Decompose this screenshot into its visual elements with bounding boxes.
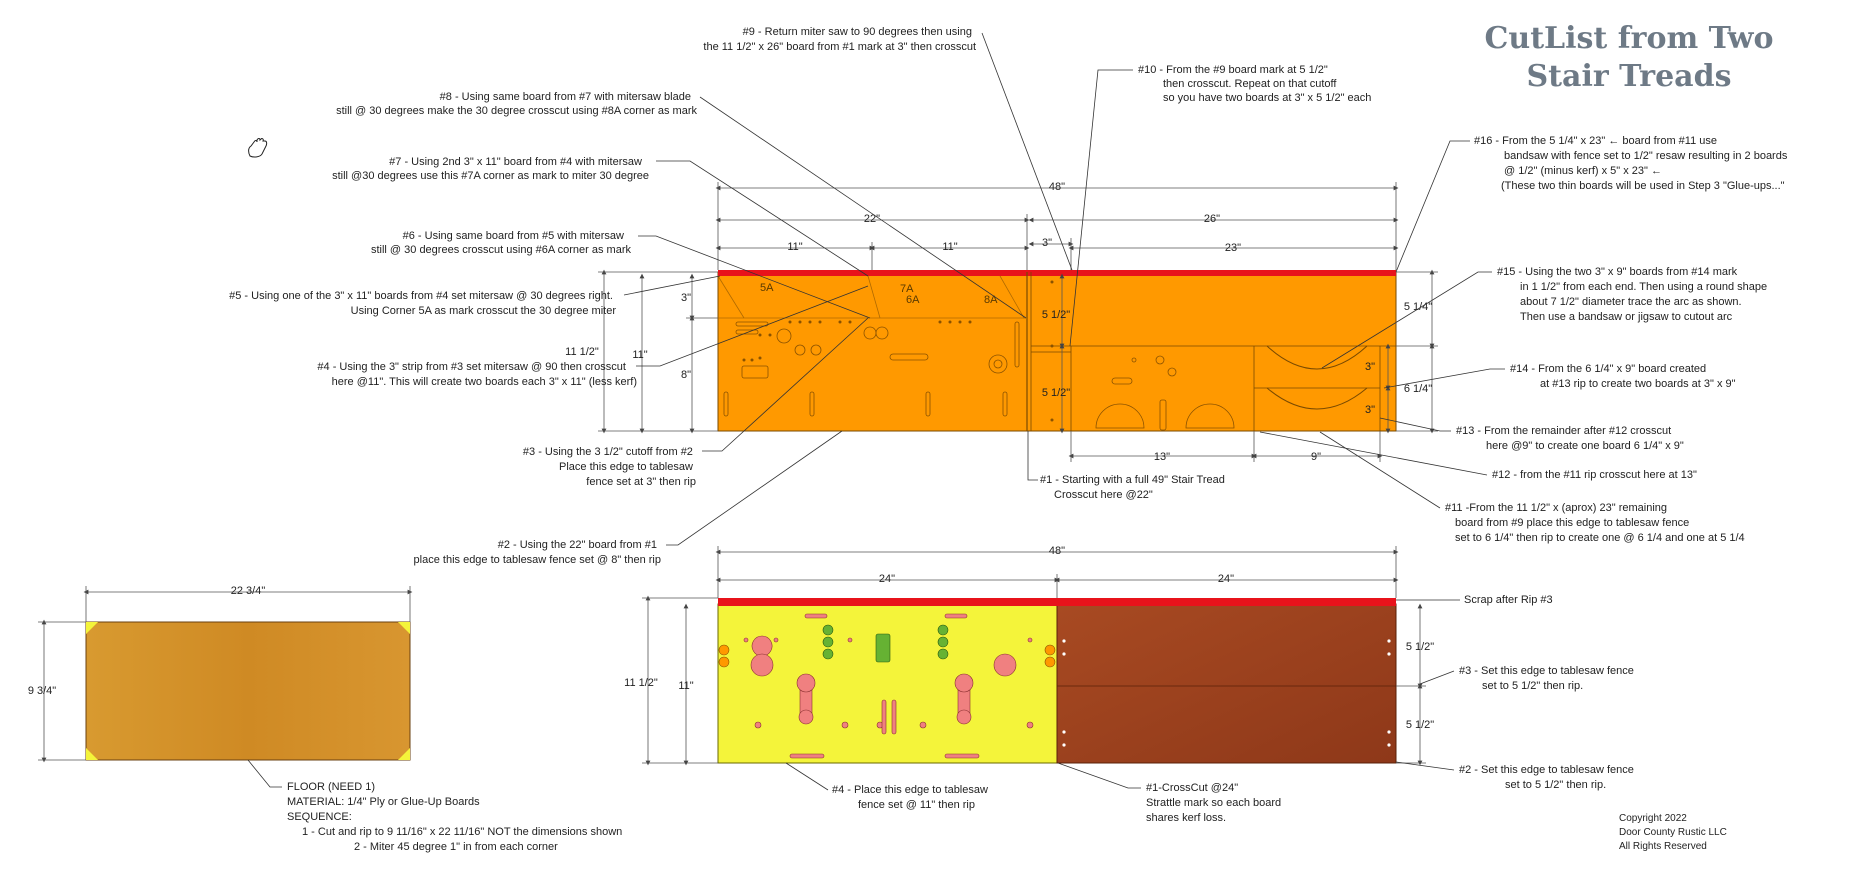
upper-annotations: #9 - Return miter saw to 90 degrees then… xyxy=(229,26,1790,566)
stair-tread-upper: 5A 6A 7A 8A xyxy=(717,270,1397,432)
tread-board-body xyxy=(717,271,1397,432)
step-13-note: #13 - From the remainder after #12 cross… xyxy=(1456,425,1684,452)
dim-lower-11-5: 11 1/2" xyxy=(624,677,658,689)
mark-5a: 5A xyxy=(760,282,774,294)
dim-lower-24b: 24" xyxy=(1218,573,1234,585)
dim-right-3b: 3" xyxy=(1365,404,1375,416)
step-15-note: #15 - Using the two 3" x 9" boards from … xyxy=(1497,266,1770,323)
stair-tread-lower xyxy=(717,598,1397,764)
step-14-note: #14 - From the 6 1/4" x 9" board created… xyxy=(1510,363,1736,390)
dim-left-8: 8" xyxy=(681,369,691,381)
mark-8a: 8A xyxy=(984,294,998,306)
tread-red-strip xyxy=(718,270,1396,276)
dim-top-22: 22" xyxy=(864,213,880,225)
page-title-line2: Stair Treads xyxy=(1527,59,1732,94)
dim-lower-5-5b: 5 1/2" xyxy=(1406,719,1434,731)
dim-mid-5-5a: 5 1/2" xyxy=(1042,309,1070,321)
dim-top-3: 3" xyxy=(1042,237,1052,249)
step-10-note: #10 - From the #9 board mark at 5 1/2" t… xyxy=(1138,64,1371,104)
floor-panel: 22 3/4" 9 3/4" FLOOR (NEED 1) MATERIAL: … xyxy=(28,585,625,853)
yellow-section xyxy=(717,603,1058,764)
step-3-note: #3 - Using the 3 1/2" cutoff from #2 Pla… xyxy=(523,446,696,488)
lower-step-3-note: #3 - Set this edge to tablesaw fence set… xyxy=(1459,665,1637,692)
mark-6a: 6A xyxy=(906,294,920,306)
step-6-note: #6 - Using same board from #5 with miter… xyxy=(371,230,632,256)
dim-right-6-25: 6 1/4" xyxy=(1404,383,1432,395)
floor-note: FLOOR (NEED 1) MATERIAL: 1/4" Ply or Glu… xyxy=(287,781,625,853)
dim-top-26: 26" xyxy=(1204,213,1220,225)
dim-floor-22-75: 22 3/4" xyxy=(231,585,266,597)
step-2-note: #2 - Using the 22" board from #1 place t… xyxy=(414,539,661,566)
dim-left-11: 11" xyxy=(632,349,647,361)
lower-annotations: Scrap after Rip #3 #3 - Set this edge to… xyxy=(785,594,1637,824)
dim-left-3: 3" xyxy=(681,292,691,304)
dim-lower-11: 11" xyxy=(678,680,693,692)
page-title-line1: CutList from Two xyxy=(1485,21,1774,56)
dim-top-11b: 11" xyxy=(942,241,957,253)
dim-lower-5-5a: 5 1/2" xyxy=(1406,641,1434,653)
step-8-note: #8 - Using same board from #7 with miter… xyxy=(336,91,697,117)
dim-lower-48: 48" xyxy=(1049,545,1065,557)
mark-7a: 7A xyxy=(900,283,914,295)
step-11-note: #11 -From the 11 1/2" x (aprox) 23" rema… xyxy=(1445,502,1745,544)
dim-lower-24a: 24" xyxy=(879,573,895,585)
copyright: Copyright 2022 Door County Rustic LLC Al… xyxy=(1619,813,1730,852)
step-7-note: #7 - Using 2nd 3" x 11" board from #4 wi… xyxy=(332,156,649,182)
dim-right-3a: 3" xyxy=(1365,361,1375,373)
step-9-note: #9 - Return miter saw to 90 degrees then… xyxy=(703,26,976,53)
dim-bot-9: 9" xyxy=(1311,451,1321,463)
step-16-note: #16 - From the 5 1/4" x 23" ← board from… xyxy=(1474,135,1790,192)
dim-top-48: 48" xyxy=(1049,181,1065,193)
lower-dimensions: 48" 24" 24" 11 1/2" 11" 5 1/2" 5 1/2" xyxy=(624,545,1434,766)
dim-mid-5-5b: 5 1/2" xyxy=(1042,387,1070,399)
upper-dimensions: 48" 22" 26" 11" 11" 3" 23" 11 1/2" 11" 3… xyxy=(565,181,1438,463)
dim-floor-9-75: 9 3/4" xyxy=(28,685,56,697)
step-5-note: #5 - Using one of the 3" x 11" boards fr… xyxy=(229,290,616,317)
lower-step-4-note: #4 - Place this edge to tablesaw fence s… xyxy=(832,784,991,811)
dim-right-5-25: 5 1/4" xyxy=(1404,301,1432,313)
lower-step-2-note: #2 - Set this edge to tablesaw fence set… xyxy=(1459,764,1637,791)
scrap-note: Scrap after Rip #3 xyxy=(1464,594,1553,606)
dim-left-11-5: 11 1/2" xyxy=(565,346,599,358)
walnut-section xyxy=(1056,603,1397,764)
lower-step-1-note: #1-CrossCut @24" Strattle mark so each b… xyxy=(1146,782,1284,824)
hand-cursor-icon xyxy=(248,138,268,158)
step-1-note: #1 - Starting with a full 49" Stair Trea… xyxy=(1040,474,1228,501)
floor-board xyxy=(85,621,411,761)
dim-bot-13: 13" xyxy=(1154,451,1170,463)
step-12-note: #12 - from the #11 rip crosscut here at … xyxy=(1492,469,1697,481)
dim-top-11a: 11" xyxy=(787,241,802,253)
scrap-strip xyxy=(718,598,1396,606)
dim-top-23: 23" xyxy=(1225,242,1241,254)
step-4-note: #4 - Using the 3" strip from #3 set mite… xyxy=(317,361,637,388)
